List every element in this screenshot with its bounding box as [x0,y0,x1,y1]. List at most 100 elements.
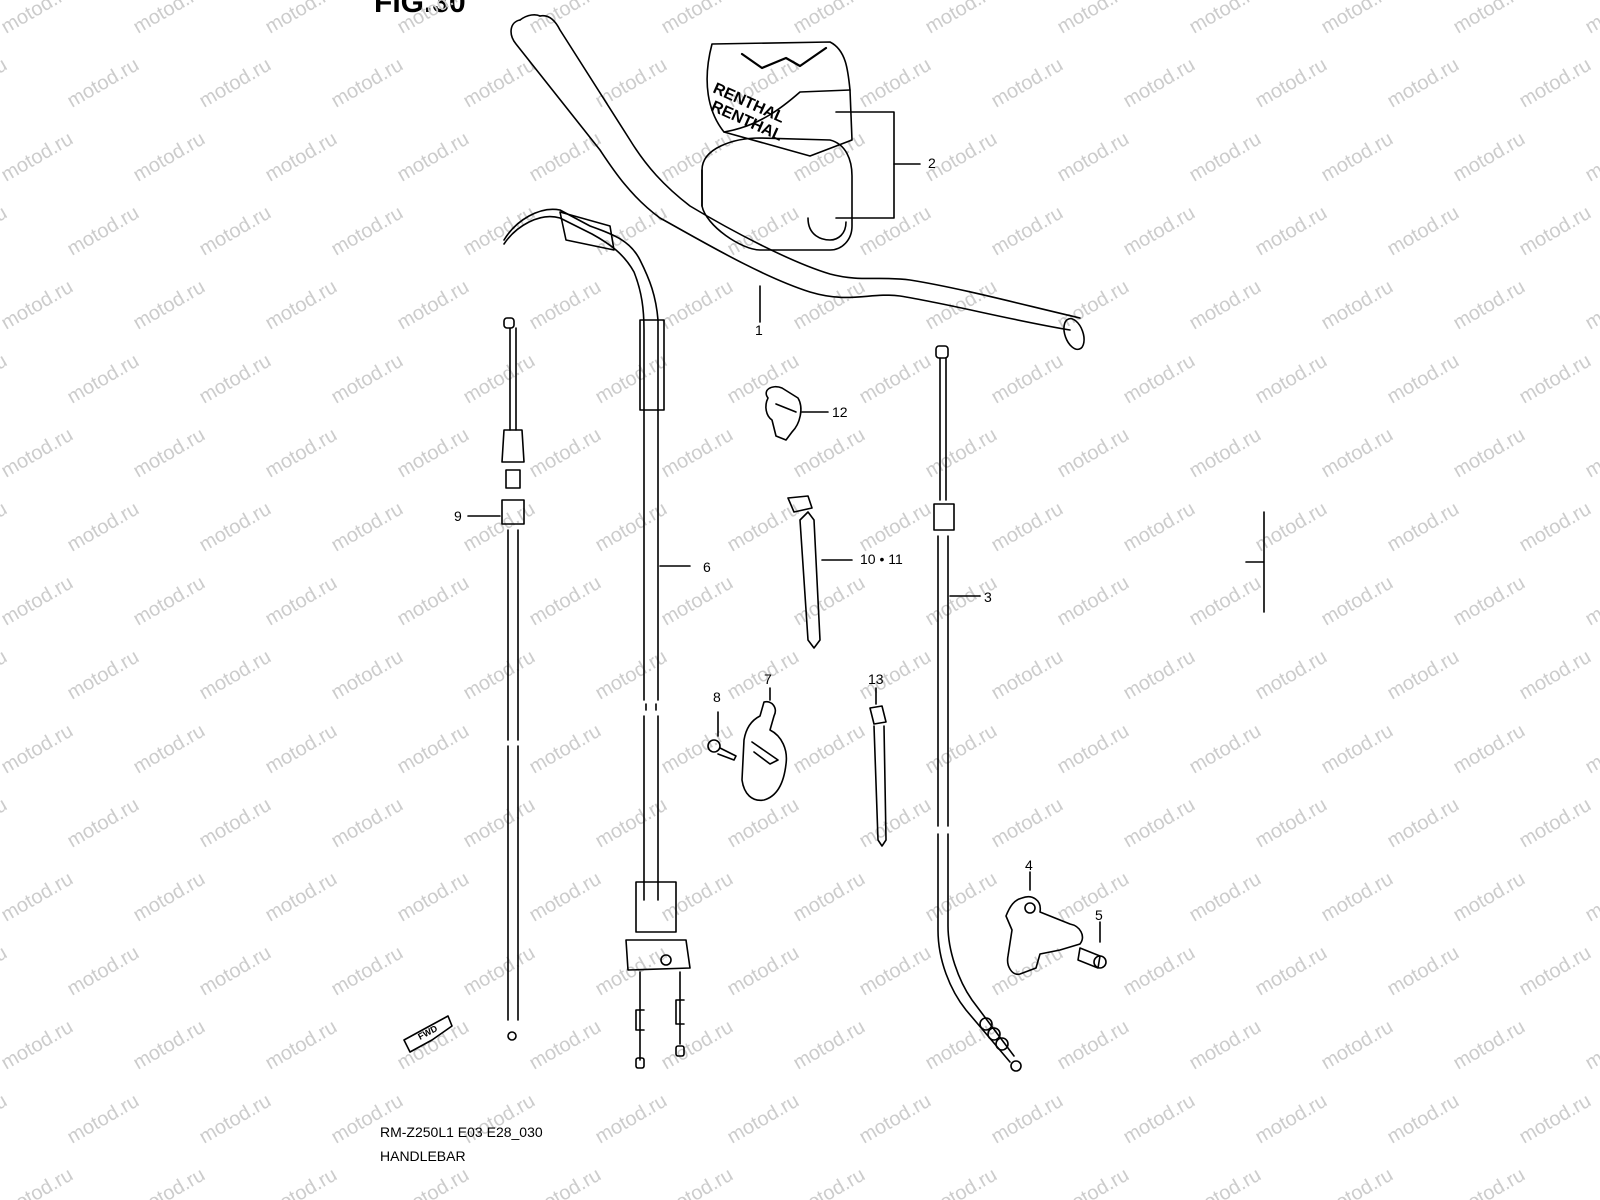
figure-name: HANDLEBAR [380,1148,466,1164]
watermark-text: motod.ru [790,0,869,38]
watermark-text: motod.ru [196,498,275,557]
watermark-text: motod.ru [196,350,275,409]
watermark-text: motod.ru [130,276,209,335]
watermark-text: motod.ru [328,794,407,853]
watermark-text: motod.ru [1186,572,1265,631]
watermark-text: motod.ru [658,572,737,631]
watermark-text: motod.ru [592,1090,671,1149]
watermark-text: motod.ru [130,572,209,631]
watermark-text: motod.ru [460,498,539,557]
watermark-text: motod.ru [592,498,671,557]
watermark-text: motod.ru [790,1164,869,1200]
watermark-text: motod.ru [460,202,539,261]
watermark-text: motod.ru [790,128,869,187]
watermark-text: motod.ru [262,128,341,187]
watermark-text: motod.ru [1384,1090,1463,1149]
watermark-text: motod.ru [724,942,803,1001]
watermark-text: motod.ru [988,202,1067,261]
watermark-text: motod.ru [1120,350,1199,409]
watermark-text: motod.ru [460,794,539,853]
watermark-text: motod.ru [196,1090,275,1149]
callout-7: 7 [764,671,772,687]
cable-guide [741,687,788,802]
watermark-text: motod.ru [1384,202,1463,261]
watermark-text: motod.ru [922,1016,1001,1075]
watermark-text: motod.ru [1384,646,1463,705]
callout-3: 3 [984,589,992,605]
watermark-text: motod.ru [1054,0,1133,38]
watermark-text: motod.ru [592,794,671,853]
watermark-text: motod.ru [460,646,539,705]
watermark-text: motod.ru [1054,424,1133,483]
watermark-text: motod.ru [856,794,935,853]
watermark-text: motod.ru [1582,572,1600,631]
watermark-text: motod.ru [856,1090,935,1149]
clutch-bracket [1005,871,1084,976]
watermark-text: motod.ru [460,350,539,409]
watermark-text: motod.ru [592,350,671,409]
watermark-text: motod.ru [1516,350,1595,409]
watermark-text: motod.ru [1318,276,1397,335]
watermark-text: motod.ru [988,646,1067,705]
callout-13: 13 [868,671,884,687]
watermark-text: motod.ru [394,572,473,631]
watermark-text: motod.ru [0,1164,77,1200]
watermark-text: motod.ru [1120,1090,1199,1149]
watermark-text: motod.ru [0,128,77,187]
watermark-text: motod.ru [724,350,803,409]
watermark-text: motod.ru [328,498,407,557]
watermark-text: motod.ru [1318,424,1397,483]
watermark-text: motod.ru [1318,572,1397,631]
watermark-text: motod.ru [922,1164,1001,1200]
watermark-text: motod.ru [1450,0,1529,38]
hot-start-cable [467,317,525,1041]
watermark-text: motod.ru [1384,794,1463,853]
watermark-text: motod.ru [130,1164,209,1200]
watermark-text: motod.ru [1186,128,1265,187]
watermark-text: motod.ru [1252,202,1331,261]
watermark-text: motod.ru [592,646,671,705]
watermark-text: motod.ru [394,0,473,38]
watermark-text: motod.ru [196,942,275,1001]
watermark-text: motod.ru [0,868,77,927]
watermark-text: motod.ru [0,0,77,38]
cable-clamp [765,385,829,441]
watermark-text: motod.ru [394,276,473,335]
watermark-text: motod.ru [460,54,539,113]
watermark-text: motod.ru [1186,0,1265,38]
watermark-text: motod.ru [1120,202,1199,261]
watermark-text: motod.ru [1252,794,1331,853]
watermark-text: motod.ru [658,276,737,335]
watermark-text: motod.ru [196,646,275,705]
watermark-text: motod.ru [1516,794,1595,853]
watermark-text: motod.ru [394,720,473,779]
watermark-text: motod.ru [526,276,605,335]
watermark-text: motod.ru [0,646,11,705]
watermark-text: motod.ru [658,868,737,927]
watermark-text: motod.ru [0,1016,77,1075]
bolt-8 [707,711,737,761]
watermark-text: motod.ru [988,350,1067,409]
watermark-text: motod.ru [658,1016,737,1075]
watermark-text: motod.ru [0,498,11,557]
watermark-text: motod.ru [1120,942,1199,1001]
watermark-text: motod.ru [856,350,935,409]
watermark-text: motod.ru [262,1016,341,1075]
watermark-text: motod.ru [262,276,341,335]
watermark-text: motod.ru [1450,1164,1529,1200]
watermark-text: motod.ru [1054,1016,1133,1075]
watermark-text: motod.ru [64,350,143,409]
watermark-text: motod.ru [1450,424,1529,483]
watermark-text: motod.ru [0,794,11,853]
watermark-text: motod.ru [1582,720,1600,779]
watermark-text: motod.ru [394,128,473,187]
watermark-text: motod.ru [262,424,341,483]
watermark-text: motod.ru [64,1090,143,1149]
watermark-text: motod.ru [1186,276,1265,335]
watermark-text: motod.ru [328,202,407,261]
watermark-text: motod.ru [526,868,605,927]
watermark-text: motod.ru [262,720,341,779]
watermark-text: motod.ru [856,498,935,557]
